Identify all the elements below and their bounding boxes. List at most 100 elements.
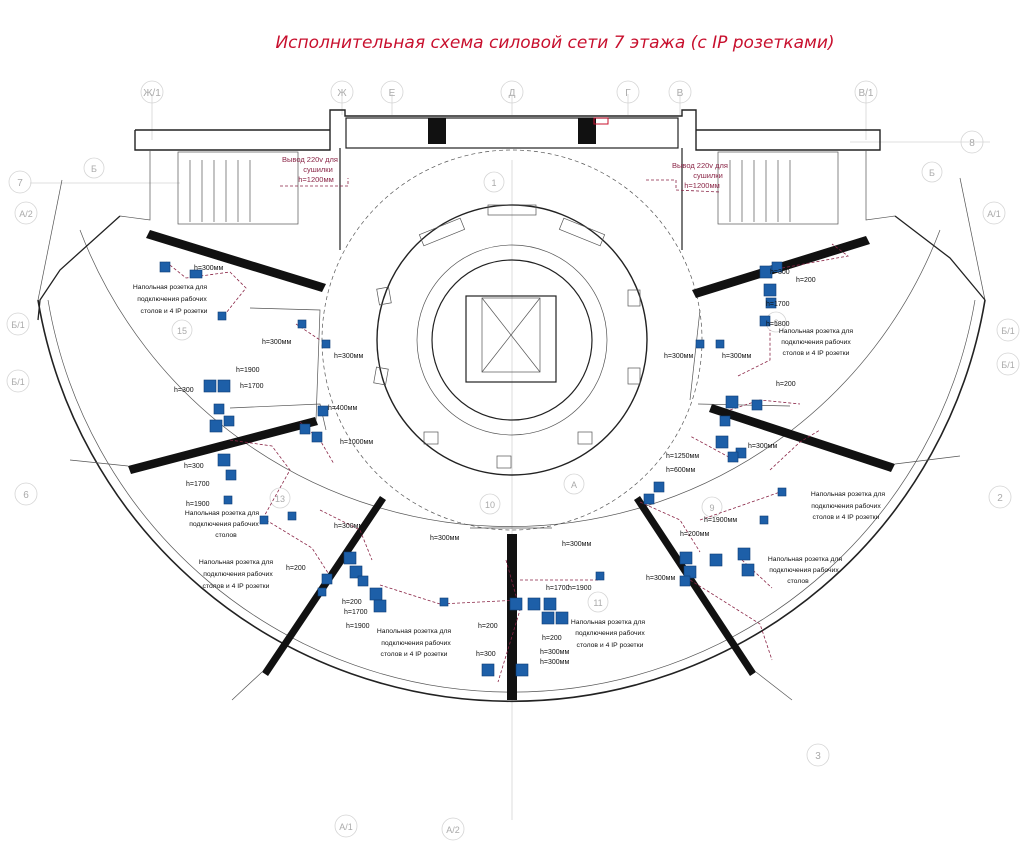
socket-label-room10: Напольная розетка для подключения рабочи…: [377, 628, 452, 658]
svg-text:Б/1: Б/1: [11, 320, 24, 330]
svg-text:h=300мм: h=300мм: [194, 265, 223, 272]
svg-text:h=1900: h=1900: [568, 585, 592, 592]
svg-text:столов и 4 IP розетки: столов и 4 IP розетки: [577, 642, 644, 649]
svg-text:столов и 4 IP розетки: столов и 4 IP розетки: [203, 583, 270, 590]
svg-text:А: А: [571, 480, 577, 490]
svg-text:6: 6: [23, 490, 29, 501]
axis-bubble-right-5: 2: [988, 485, 1012, 509]
svg-text:Б: Б: [929, 168, 935, 178]
svg-text:9: 9: [709, 503, 714, 513]
svg-text:Напольная розетка для: Напольная розетка для: [185, 510, 260, 517]
svg-text:подключения рабочих: подключения рабочих: [189, 520, 259, 528]
socket-label-room13: Напольная розетка для подключения рабочи…: [185, 510, 260, 539]
axis-bubble-left-3: Б/1: [6, 312, 30, 336]
svg-text:Напольная розетка для: Напольная розетка для: [199, 559, 274, 566]
svg-text:h=1200мм: h=1200мм: [298, 175, 334, 184]
socket-label-room12: Напольная розетка для подключения рабочи…: [199, 559, 274, 590]
axis-bubble-left-1: 7: [8, 170, 32, 194]
axis-bubble-right-4: Б/1: [996, 352, 1020, 376]
svg-text:h=1900мм: h=1900мм: [704, 517, 737, 524]
svg-text:Ж: Ж: [337, 88, 347, 99]
svg-text:h=200: h=200: [478, 623, 498, 630]
dryer-note-right: Вывод 220v для сушилки h=1200мм: [646, 161, 728, 193]
svg-text:10: 10: [485, 500, 495, 510]
svg-text:подключения рабочих: подключения рабочих: [575, 629, 645, 637]
axis-bubble-right-2: А/1: [982, 201, 1006, 225]
axis-bubble-top-5: Г: [616, 80, 640, 104]
svg-text:h=200: h=200: [342, 599, 362, 606]
svg-text:h=200: h=200: [796, 277, 816, 284]
svg-text:Е: Е: [389, 88, 396, 99]
axis-bubble-bottom-3: 3: [806, 743, 830, 767]
svg-text:h=200: h=200: [286, 565, 306, 572]
room-bubble-5: А: [563, 473, 585, 495]
room-bubble-6: 15: [171, 319, 193, 341]
svg-text:В/1: В/1: [858, 88, 873, 99]
axis-bubble-right-1: 8: [960, 130, 984, 154]
svg-text:Напольная розетка для: Напольная розетка для: [133, 284, 208, 291]
svg-text:подключения рабочих: подключения рабочих: [769, 566, 839, 574]
svg-text:Напольная розетка для: Напольная розетка для: [768, 556, 843, 563]
svg-text:столов и 4 IP розетки: столов и 4 IP розетки: [381, 651, 448, 658]
svg-text:В: В: [677, 88, 684, 99]
axis-bubble-top-3: Е: [380, 80, 404, 104]
svg-text:6: 6: [773, 318, 778, 328]
svg-text:Напольная розетка для: Напольная розетка для: [779, 328, 854, 335]
svg-text:h=1700: h=1700: [240, 383, 264, 390]
socket-label-room11: Напольная розетка для подключения рабочи…: [571, 619, 646, 649]
svg-text:h=300мм: h=300мм: [430, 535, 459, 542]
dryer-note-left: Вывод 220v для сушилки h=1200мм: [280, 155, 349, 187]
svg-text:h=1700: h=1700: [766, 301, 790, 308]
svg-text:h=200: h=200: [776, 381, 796, 388]
svg-text:столов и 4 IP розетки: столов и 4 IP розетки: [783, 350, 850, 357]
svg-text:Б/1: Б/1: [1001, 326, 1014, 336]
svg-text:h=1700: h=1700: [344, 609, 368, 616]
svg-text:столов и 4 IP розетки: столов и 4 IP розетки: [813, 514, 880, 521]
svg-text:8: 8: [969, 138, 975, 149]
svg-text:h=1900: h=1900: [186, 501, 210, 508]
svg-text:Д: Д: [509, 88, 516, 99]
grid-lines: [30, 94, 990, 820]
svg-text:подключения рабочих: подключения рабочих: [811, 502, 881, 510]
room-bubble-10: 11: [587, 591, 609, 613]
svg-text:11: 11: [593, 598, 602, 608]
diagram-title: Исполнительная схема силовой сети 7 этаж…: [275, 33, 834, 53]
partition-walls: [69, 230, 961, 701]
axis-bubble-top-1: Ж/1: [140, 80, 164, 104]
svg-text:h=300: h=300: [476, 651, 496, 658]
svg-text:h=1000мм: h=1000мм: [340, 439, 373, 446]
svg-text:сушилки: сушилки: [303, 165, 333, 174]
axis-bubble-top-2: Ж: [330, 80, 354, 104]
svg-text:h=1700: h=1700: [186, 481, 210, 488]
axis-bubble-left-5: 6: [14, 482, 38, 506]
axis-bubble-right-3: Б/1: [996, 318, 1020, 342]
svg-text:столов: столов: [215, 532, 237, 539]
svg-text:Напольная розетка для: Напольная розетка для: [377, 628, 452, 635]
svg-text:h=300мм: h=300мм: [664, 353, 693, 360]
svg-text:13: 13: [275, 494, 285, 504]
svg-text:h=400мм: h=400мм: [328, 405, 357, 412]
svg-text:подключения рабочих: подключения рабочих: [203, 570, 273, 578]
socket-clusters: [159, 261, 787, 677]
svg-text:h=1900: h=1900: [236, 367, 260, 374]
room-bubble-3: Б: [921, 161, 943, 183]
axis-bubble-top-6: В: [668, 80, 692, 104]
svg-text:столов: столов: [787, 578, 809, 585]
svg-text:Напольная розетка для: Напольная розетка для: [811, 491, 886, 498]
svg-text:h=1250мм: h=1250мм: [666, 453, 699, 460]
socket-label-room9: Напольная розетка для подключения рабочи…: [768, 556, 843, 585]
svg-text:Б/1: Б/1: [11, 377, 24, 387]
axis-bubble-bottom-1: А/1: [334, 814, 358, 838]
svg-text:А/2: А/2: [446, 825, 460, 835]
room-bubble-1: 1: [483, 171, 505, 193]
svg-text:А/2: А/2: [19, 209, 33, 219]
room-bubble-7: 13: [269, 487, 291, 509]
svg-text:h=300: h=300: [184, 463, 204, 470]
room-bubble-4: 10: [479, 493, 501, 515]
svg-text:h=200: h=200: [542, 635, 562, 642]
axis-bubble-left-2: А/2: [14, 201, 38, 225]
svg-text:Вывод 220v для: Вывод 220v для: [282, 155, 338, 164]
svg-text:h=300мм: h=300мм: [722, 353, 751, 360]
svg-text:h=300мм: h=300мм: [334, 523, 363, 530]
